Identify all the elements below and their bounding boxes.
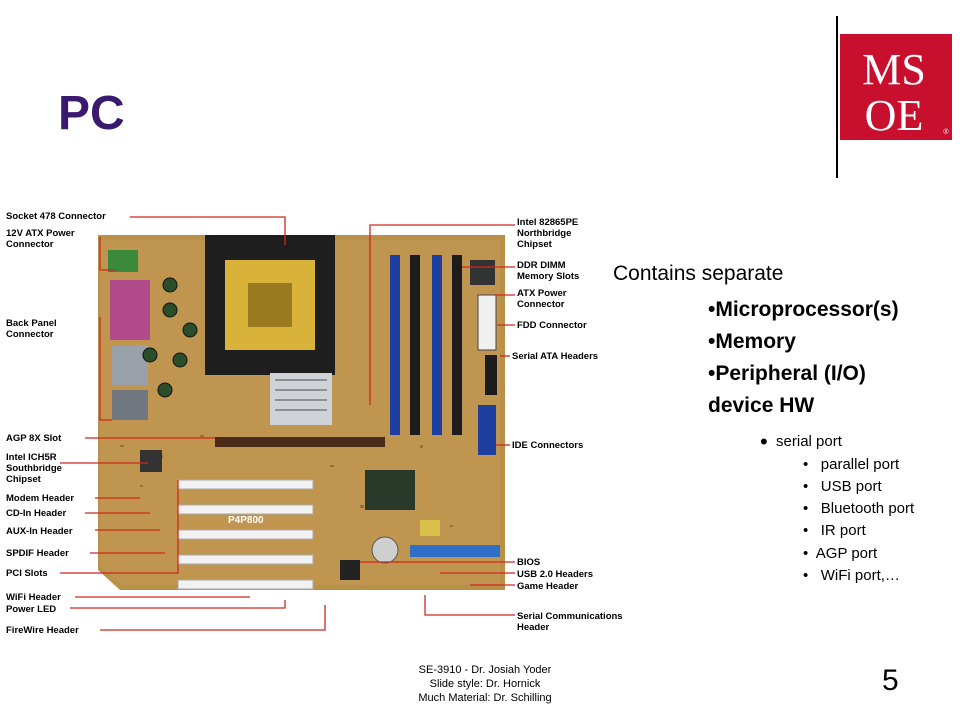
ide-connector-1 bbox=[478, 405, 496, 455]
ide-connector-2 bbox=[410, 545, 500, 557]
usb-ports bbox=[112, 345, 148, 385]
dimm-slot-2 bbox=[410, 255, 420, 435]
subsub-bullet-parallel: • parallel port bbox=[803, 456, 900, 473]
pci-slot-4 bbox=[177, 554, 314, 565]
label-wifi-header: WiFi Header bbox=[6, 592, 61, 603]
subsub-bullet-usb: • USB port bbox=[803, 478, 882, 495]
logo-text-bottom: OE bbox=[865, 91, 924, 140]
label-spdif: SPDIF Header bbox=[6, 548, 69, 559]
chip-small-1 bbox=[140, 450, 162, 472]
chip-io bbox=[470, 260, 495, 285]
slide-footer: SE-3910 - Dr. Josiah Yoder Slide style: … bbox=[370, 663, 600, 705]
label-atx-power: ATX Power Connector bbox=[517, 288, 567, 310]
label-power-led: Power LED bbox=[6, 604, 57, 615]
subsub-text-ir: IR port bbox=[820, 522, 866, 539]
label-socket-478: Socket 478 Connector bbox=[6, 211, 106, 222]
label-serial-ata: Serial ATA Headers bbox=[512, 351, 599, 362]
label-aux-in: AUX-In Header bbox=[6, 526, 73, 537]
leader-lines bbox=[60, 216, 515, 631]
parallel-port bbox=[110, 280, 150, 340]
logo-registered: ® bbox=[943, 128, 949, 136]
bullet-memory: •Memory bbox=[708, 330, 796, 353]
label-ddr-dimm: DDR DIMM Memory Slots bbox=[517, 260, 580, 282]
label-firewire: FireWire Header bbox=[6, 625, 79, 636]
subsub-text-wifi: WiFi port,… bbox=[820, 567, 900, 584]
southbridge bbox=[365, 470, 415, 510]
slide-title: PC bbox=[58, 87, 125, 140]
bios-chip bbox=[340, 560, 360, 580]
label-back-panel: Back Panel Connector bbox=[6, 318, 57, 340]
subsub-text-usb: USB port bbox=[820, 478, 882, 495]
contains-heading: Contains separate bbox=[613, 262, 784, 285]
label-usb-headers: USB 2.0 Headers bbox=[517, 569, 594, 580]
footer-line-3: Much Material: Dr. Schilling bbox=[418, 692, 552, 704]
subsub-text-parallel: parallel port bbox=[820, 456, 900, 473]
label-game-header: Game Header bbox=[517, 581, 579, 592]
label-pci-slots: PCI Slots bbox=[6, 568, 48, 579]
pci-slot-5 bbox=[177, 579, 314, 590]
label-12v-atx: 12V ATX Power Connector bbox=[6, 228, 75, 250]
label-cd-in: CD-In Header bbox=[6, 508, 67, 519]
dimm-slot-3 bbox=[432, 255, 442, 435]
cmos-battery bbox=[371, 536, 399, 564]
label-ide: IDE Connectors bbox=[512, 440, 584, 451]
label-modem-header: Modem Header bbox=[6, 493, 75, 504]
sub-bullet-serial: • serial port bbox=[760, 429, 842, 455]
msoe-logo: MS OE ® bbox=[840, 34, 952, 140]
agp-slot bbox=[215, 437, 385, 447]
sub-bullet-serial-text: serial port bbox=[776, 433, 842, 450]
footer-line-1: SE-3910 - Dr. Josiah Yoder bbox=[418, 664, 552, 676]
chip-small-2 bbox=[420, 520, 440, 536]
subsub-bullet-bluetooth: • Bluetooth port bbox=[803, 500, 915, 517]
bullet-microprocessor: •Microprocessor(s) bbox=[708, 298, 899, 321]
dimm-slot-4 bbox=[452, 255, 462, 435]
label-northbridge: Intel 82865PE Northbridge Chipset bbox=[517, 217, 579, 250]
divider-line bbox=[836, 16, 838, 178]
subsub-bullet-ir: • IR port bbox=[803, 522, 866, 539]
atx-power bbox=[477, 294, 497, 351]
subsub-bullet-wifi: • WiFi port,… bbox=[803, 567, 900, 584]
pci-slot-1 bbox=[177, 479, 314, 490]
label-southbridge: Intel ICH5R Southbridge Chipset bbox=[6, 452, 62, 485]
motherboard-diagram: P4P800 bbox=[60, 216, 515, 631]
atx12v bbox=[108, 250, 138, 272]
subsub-text-bluetooth: Bluetooth port bbox=[820, 500, 915, 517]
fdd-connector bbox=[485, 355, 497, 395]
subsub-text-agp: AGP port bbox=[815, 545, 878, 562]
bullet-dot: • bbox=[760, 429, 768, 454]
logo-text-top: MS bbox=[862, 45, 926, 94]
label-fdd: FDD Connector bbox=[517, 320, 587, 331]
audio-ports bbox=[112, 390, 148, 420]
dimm-slot-1 bbox=[390, 255, 400, 435]
page-number: 5 bbox=[882, 664, 899, 697]
label-agp-slot: AGP 8X Slot bbox=[6, 433, 62, 444]
bullet-device-hw: device HW bbox=[708, 394, 815, 417]
board-model-label: P4P800 bbox=[228, 515, 264, 526]
pci-slot-3 bbox=[177, 529, 314, 540]
footer-line-2: Slide style: Dr. Hornick bbox=[429, 678, 541, 690]
label-serial-comm: Serial Communications Header bbox=[517, 611, 623, 633]
subsub-bullet-agp: • AGP port bbox=[803, 545, 878, 562]
bullet-peripheral: •Peripheral (I/O) bbox=[708, 362, 866, 385]
pci-slot-2 bbox=[177, 504, 314, 515]
label-bios: BIOS bbox=[517, 557, 541, 568]
